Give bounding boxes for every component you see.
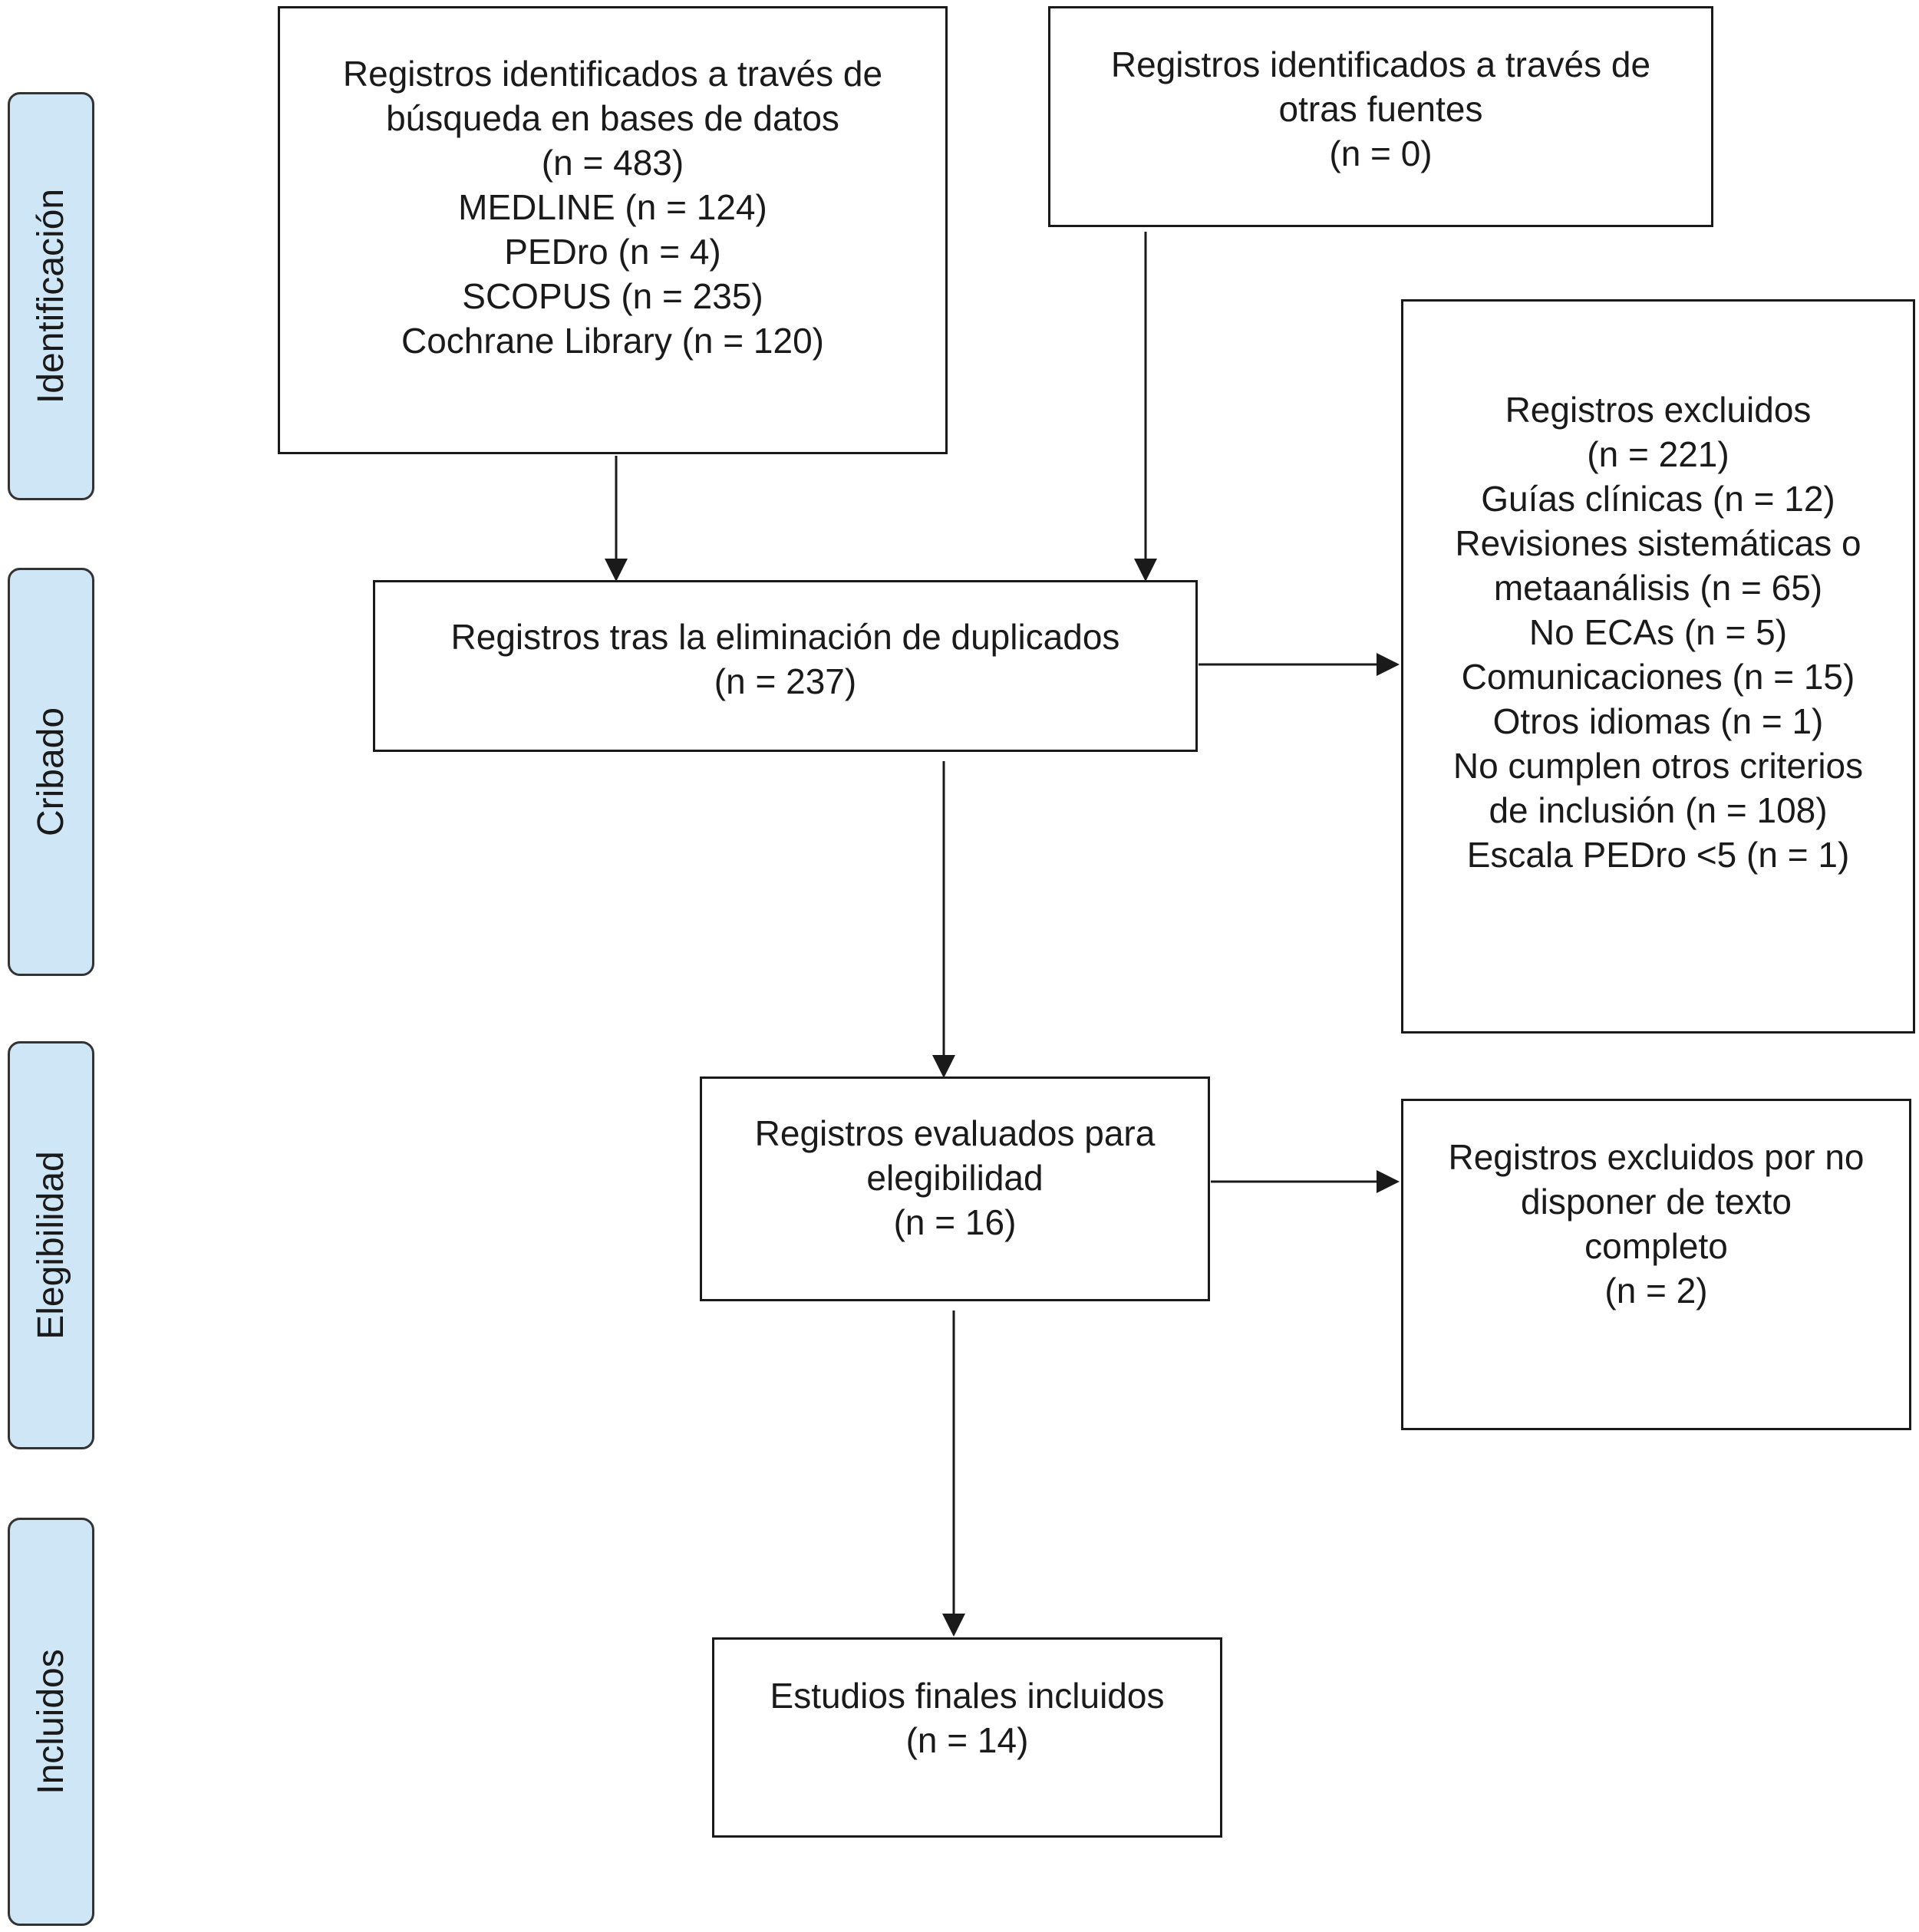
box-text-line: metaanálisis (n = 65) (1493, 568, 1823, 608)
box-text-line: disponer de texto (1521, 1182, 1792, 1222)
box-text-line: (n = 0) (1329, 134, 1433, 173)
box-text-line: (n = 237) (714, 661, 857, 701)
box-text-line: búsqueda en bases de datos (386, 98, 839, 138)
box-text-line: Revisiones sistemáticas o (1455, 523, 1861, 563)
box-text-line: Comunicaciones (n = 15) (1461, 657, 1855, 697)
box-text-line: completo (1584, 1226, 1728, 1266)
box-text-line: No ECAs (n = 5) (1528, 612, 1788, 652)
phase-included: Incluidos (8, 1518, 94, 1926)
box-text-line: MEDLINE (n = 124) (458, 187, 767, 227)
box-text-line: PEDro (n = 4) (504, 232, 721, 272)
box-text-line: Escala PEDro <5 (n = 1) (1466, 835, 1850, 875)
box-text-line: Registros excluidos (1505, 390, 1812, 430)
box-text-line: (n = 14) (905, 1720, 1029, 1760)
box-text-line: (n = 16) (893, 1202, 1017, 1242)
box-eligibility-assessed: Registros evaluados para elegibilidad (n… (700, 1076, 1210, 1301)
box-excluded-records: Registros excluidos (n = 221) Guías clín… (1401, 299, 1915, 1034)
box-after-duplicates: Registros tras la eliminación de duplica… (373, 580, 1198, 752)
box-text-line: otras fuentes (1278, 89, 1483, 129)
box-excluded-fulltext: Registros excluidos por no disponer de t… (1401, 1099, 1911, 1430)
phase-eligibility: Elegibilidad (8, 1041, 94, 1449)
box-text-line: Registros excluidos por no (1448, 1137, 1865, 1177)
box-text-line: Guías clínicas (n = 12) (1481, 479, 1835, 519)
box-text-line: No cumplen otros criterios (1452, 746, 1864, 786)
box-text-line: (n = 483) (541, 143, 684, 183)
box-database-records: Registros identificados a través de búsq… (278, 6, 948, 454)
box-text-line: elegibilidad (866, 1158, 1044, 1198)
box-text-line: Registros tras la eliminación de duplica… (450, 617, 1120, 657)
box-text-line: (n = 2) (1604, 1271, 1708, 1311)
box-text-line: Estudios finales incluidos (770, 1676, 1165, 1716)
box-text-line: de inclusión (n = 108) (1489, 790, 1828, 830)
box-text-line: Otros idiomas (n = 1) (1492, 701, 1824, 741)
box-other-sources: Registros identificados a través de otra… (1048, 6, 1713, 227)
phase-screening: Cribado (8, 568, 94, 976)
box-text-line: (n = 221) (1587, 434, 1729, 474)
box-text-line: Registros evaluados para (754, 1113, 1156, 1153)
box-text-line: SCOPUS (n = 235) (462, 276, 763, 316)
box-text-line: Registros identificados a través de (342, 54, 883, 94)
box-text-line: Registros identificados a través de (1110, 45, 1651, 84)
box-text-line: Cochrane Library (n = 120) (401, 321, 824, 361)
phase-identification: Identificación (8, 92, 94, 500)
box-included-studies: Estudios finales incluidos (n = 14) (712, 1637, 1222, 1838)
